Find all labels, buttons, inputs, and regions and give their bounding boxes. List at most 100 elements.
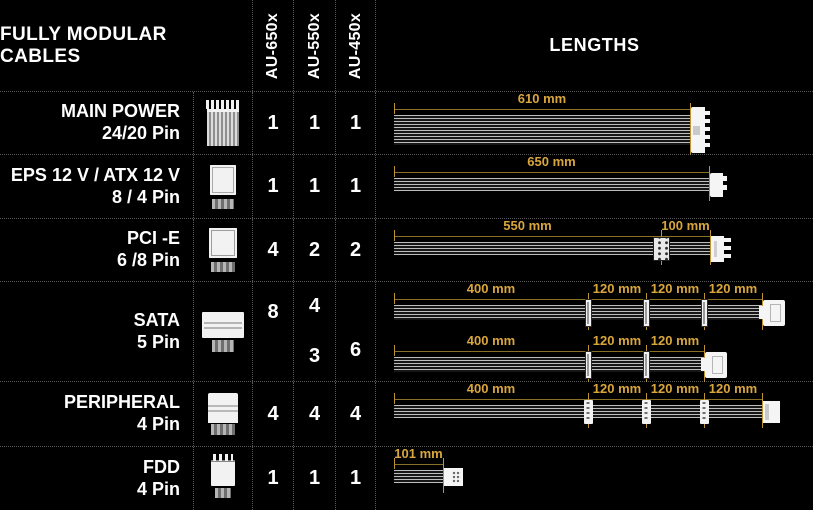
icon-cell — [194, 282, 253, 381]
cable-name: FDD 4 Pin — [0, 447, 194, 510]
cable-wires — [394, 305, 762, 320]
model-label: AU-650x — [264, 12, 281, 79]
qty-au550x: 4 — [294, 382, 336, 446]
length-label: 400 mm — [466, 333, 516, 348]
sata-end-connector-icon — [759, 299, 785, 326]
length-label: 101 mm — [394, 446, 443, 461]
length-label: 650 mm — [527, 154, 576, 169]
measure-tick — [762, 393, 763, 428]
measure-line — [394, 464, 443, 465]
column-header-au-550x: AU-550x — [294, 0, 336, 91]
qty-au450x: 4 — [336, 382, 376, 446]
table-row-eps: EPS 12 V / ATX 12 V 8 / 4 Pin 1 1 1 650 … — [0, 154, 813, 218]
cable-name: PERIPHERAL 4 Pin — [0, 382, 194, 446]
molex-end-connector-icon — [763, 400, 780, 423]
sata-connector-icon — [700, 298, 708, 327]
sata-connector-icon — [202, 311, 244, 352]
measure-tick — [394, 166, 395, 177]
measure-line — [394, 236, 710, 237]
cable-diagram-eps: 650 mm — [394, 154, 751, 201]
pcie-end-connector-icon — [711, 235, 731, 262]
length-label: 120 mm — [708, 381, 758, 396]
cable-wires — [394, 470, 443, 483]
qty-au550x: 2 — [294, 219, 336, 281]
cable-wires — [394, 242, 710, 255]
length-label: 120 mm — [650, 381, 700, 396]
model-label: AU-450x — [346, 12, 364, 79]
icon-cell — [194, 92, 253, 154]
cable-name: EPS 12 V / ATX 12 V 8 / 4 Pin — [0, 155, 194, 218]
sata-connector-icon — [642, 298, 650, 327]
length-label: 120 mm — [592, 381, 642, 396]
measure-tick — [394, 293, 395, 304]
sata-connector-icon — [584, 350, 592, 379]
column-header-lengths: LENGTHS — [549, 35, 640, 55]
measure-line — [394, 351, 704, 352]
main-power-24pin-connector-icon — [206, 100, 240, 146]
qty-au450x: 6 — [336, 282, 376, 381]
qty-au550x: 4 3 — [294, 282, 336, 381]
measure-line — [394, 172, 709, 173]
measure-tick — [394, 103, 395, 114]
cable-diagram-main-power: 610 mm — [394, 91, 732, 155]
measure-tick — [394, 230, 395, 241]
sata-end-connector-icon — [701, 351, 727, 378]
qty-au650x: 1 — [253, 92, 294, 154]
length-label: 400 mm — [466, 281, 516, 296]
eps-8pin-connector-icon — [710, 172, 727, 197]
qty-au650x: 4 — [253, 382, 294, 446]
measure-tick — [690, 103, 691, 155]
icon-cell — [194, 447, 253, 510]
eps-8pin-connector-icon — [207, 164, 239, 209]
pcie-connector-icon — [206, 228, 240, 272]
molex-connector-icon — [583, 399, 593, 424]
qty-bottom: 3 — [308, 344, 321, 367]
cable-name: SATA 5 Pin — [0, 282, 194, 381]
qty-au650x: 8 — [253, 282, 294, 381]
qty-top: 4 — [308, 295, 321, 318]
qty-au450x: 1 — [336, 155, 376, 218]
measure-line — [394, 299, 762, 300]
table-header-row: FULLY MODULAR CABLES AU-650x AU-550x AU-… — [0, 0, 813, 91]
qty-au450x: 2 — [336, 219, 376, 281]
length-label: 120 mm — [708, 281, 758, 296]
table-row-main-power: MAIN POWER 24/20 Pin 1 1 1 610 mm — [0, 91, 813, 155]
measure-line — [394, 109, 690, 110]
qty-au650x: 1 — [253, 447, 294, 510]
fdd-end-connector-icon — [444, 467, 463, 486]
qty-top: 8 — [267, 301, 279, 323]
measure-line — [394, 399, 762, 400]
model-label: AU-550x — [305, 12, 323, 79]
atx-24pin-connector-icon — [691, 107, 710, 153]
qty-au550x: 1 — [294, 155, 336, 218]
table-title: FULLY MODULAR CABLES — [0, 0, 253, 91]
peripheral-4pin-connector-icon — [208, 393, 238, 435]
measure-tick — [443, 458, 444, 493]
measure-tick — [394, 393, 395, 404]
pcie-mid-connector-icon — [652, 236, 670, 261]
molex-connector-icon — [641, 399, 651, 424]
fdd-teeth — [213, 453, 233, 461]
qty-bottom: 6 — [349, 339, 362, 361]
lengths-cell: 650 mm — [376, 155, 813, 218]
length-label: 610 mm — [517, 91, 567, 106]
qty-au550x: 1 — [294, 447, 336, 510]
icon-cell — [194, 219, 253, 281]
cable-wires — [394, 178, 709, 191]
length-label: 550 mm — [503, 218, 552, 233]
cable-name: MAIN POWER 24/20 Pin — [0, 92, 194, 154]
cable-diagram-fdd: 101 mm — [394, 446, 485, 493]
table-row-fdd: FDD 4 Pin 1 1 1 101 mm — [0, 446, 813, 510]
length-label: 120 mm — [650, 281, 700, 296]
cable-wires — [394, 405, 762, 418]
lengths-cell: 101 mm — [376, 447, 813, 510]
